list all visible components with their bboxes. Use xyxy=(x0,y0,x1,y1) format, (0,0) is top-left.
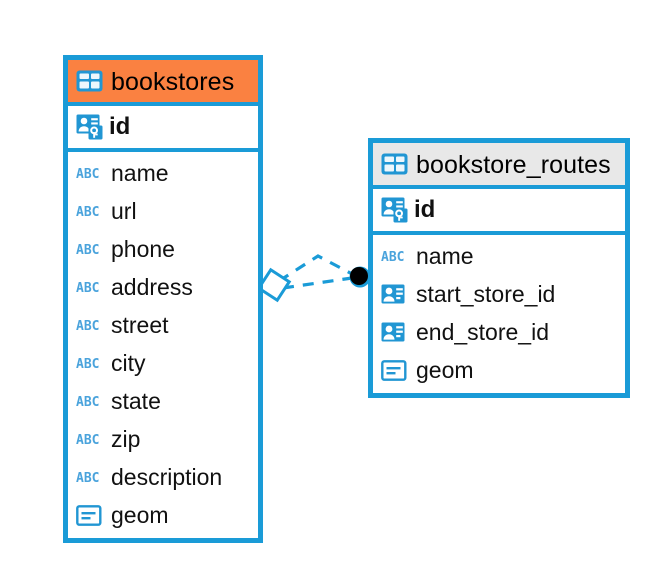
field-row[interactable]: ABC address xyxy=(68,268,258,306)
abc-icon: ABC xyxy=(76,356,102,370)
geometry-icon xyxy=(381,359,407,381)
svg-text:ABC: ABC xyxy=(76,471,99,484)
entity-bookstore-routes-title: bookstore_routes xyxy=(416,150,611,179)
entity-bookstores-primary-key-row[interactable]: id xyxy=(68,106,258,152)
relationship-line-upper xyxy=(278,254,355,283)
svg-text:ABC: ABC xyxy=(76,205,99,218)
svg-text:ABC: ABC xyxy=(76,319,99,332)
foreign-key-icon xyxy=(381,322,407,343)
foreign-key-icon xyxy=(381,284,407,305)
abc-icon: ABC xyxy=(76,280,102,294)
field-row[interactable]: ABC state xyxy=(68,382,258,420)
field-label: city xyxy=(111,349,146,376)
entity-bookstore-routes-primary-key-label: id xyxy=(414,196,436,223)
field-label: phone xyxy=(111,235,175,262)
entity-bookstores-title: bookstores xyxy=(111,67,235,96)
geometry-icon xyxy=(76,504,102,526)
field-label: state xyxy=(111,387,161,414)
field-row[interactable]: start_store_id xyxy=(373,275,625,313)
svg-text:ABC: ABC xyxy=(381,250,404,263)
svg-text:ABC: ABC xyxy=(76,357,99,370)
entity-bookstores-primary-key-label: id xyxy=(109,113,131,140)
field-label: end_store_id xyxy=(416,318,549,345)
entity-bookstore-routes[interactable]: bookstore_routes id xyxy=(368,138,630,398)
field-label: geom xyxy=(111,501,169,528)
field-label: url xyxy=(111,197,137,224)
svg-text:ABC: ABC xyxy=(76,281,99,294)
field-label: description xyxy=(111,463,223,490)
entity-bookstore-routes-header[interactable]: bookstore_routes xyxy=(373,143,625,189)
field-row[interactable]: ABC city xyxy=(68,344,258,382)
primary-key-icon xyxy=(381,197,408,223)
field-row[interactable]: geom xyxy=(68,496,258,534)
field-row[interactable]: end_store_id xyxy=(373,313,625,351)
field-label: start_store_id xyxy=(416,280,556,307)
abc-icon: ABC xyxy=(76,204,102,218)
abc-icon: ABC xyxy=(76,470,102,484)
field-label: address xyxy=(111,273,193,300)
field-label: street xyxy=(111,311,169,338)
field-row[interactable]: ABC name xyxy=(373,237,625,275)
abc-icon: ABC xyxy=(76,432,102,446)
table-icon xyxy=(381,153,408,175)
field-row[interactable]: ABC phone xyxy=(68,230,258,268)
table-icon xyxy=(76,70,103,92)
field-label: name xyxy=(111,159,169,186)
relationship-line-lower xyxy=(282,276,353,290)
entity-bookstores[interactable]: bookstores id xyxy=(63,55,263,543)
field-label: geom xyxy=(416,356,474,383)
entity-bookstores-header[interactable]: bookstores xyxy=(68,60,258,106)
svg-text:ABC: ABC xyxy=(76,243,99,256)
entity-bookstores-field-list: ABC name ABC url ABC p xyxy=(68,152,258,538)
field-label: zip xyxy=(111,425,141,452)
field-row[interactable]: ABC url xyxy=(68,192,258,230)
svg-text:ABC: ABC xyxy=(76,433,99,446)
entity-bookstore-routes-primary-key-row[interactable]: id xyxy=(373,189,625,235)
svg-text:ABC: ABC xyxy=(76,395,99,408)
abc-icon: ABC xyxy=(381,249,407,263)
field-row[interactable]: ABC zip xyxy=(68,420,258,458)
field-label: name xyxy=(416,242,474,269)
abc-icon: ABC xyxy=(76,394,102,408)
field-row[interactable]: geom xyxy=(373,351,625,389)
abc-icon: ABC xyxy=(76,318,102,332)
primary-key-icon xyxy=(76,114,103,140)
svg-text:ABC: ABC xyxy=(76,167,99,180)
field-row[interactable]: ABC street xyxy=(68,306,258,344)
field-row[interactable]: ABC name xyxy=(68,154,258,192)
abc-icon: ABC xyxy=(76,242,102,256)
entity-bookstore-routes-field-list: ABC name start_store_id xyxy=(373,235,625,393)
abc-icon: ABC xyxy=(76,166,102,180)
field-row[interactable]: ABC description xyxy=(68,458,258,496)
